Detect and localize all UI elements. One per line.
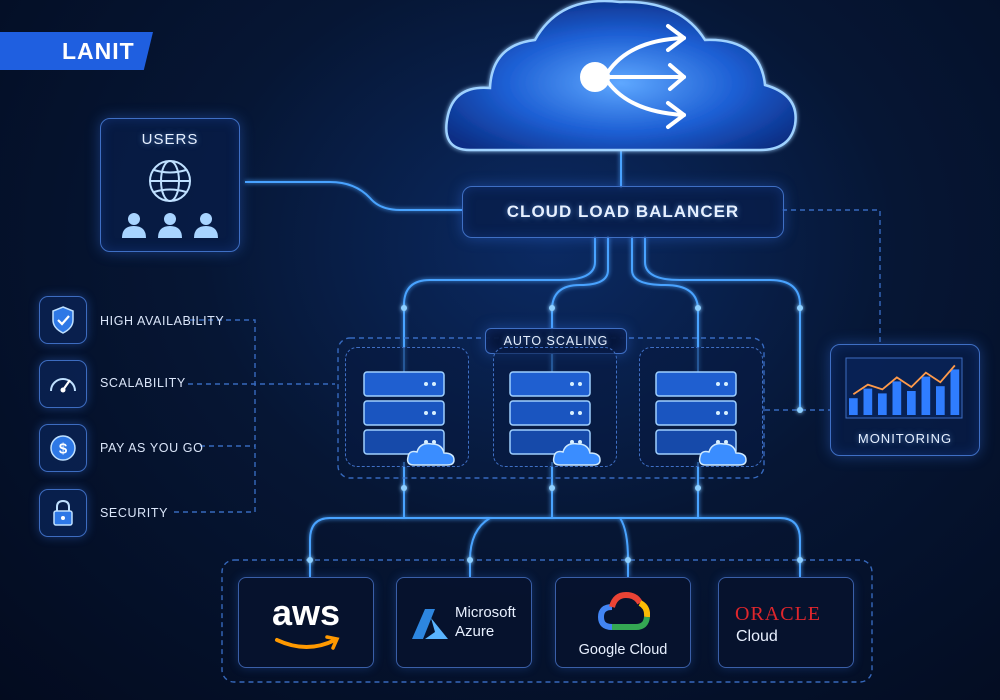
monitoring-bar — [849, 398, 858, 415]
users-icon — [122, 213, 218, 238]
feature-label-pay-as-you-go: PAY AS YOU GO — [100, 441, 204, 455]
server-icon — [655, 371, 747, 466]
lock-icon — [39, 489, 87, 537]
server-icon — [363, 371, 455, 466]
provider-aws: aws — [238, 577, 374, 668]
monitoring-panel: MONITORING — [830, 344, 980, 456]
dollar-icon: $ — [39, 424, 87, 472]
users-panel: USERS — [100, 118, 240, 252]
google-cloud-wordmark: Google Cloud — [578, 642, 668, 658]
feature-label-scalability: SCALABILITY — [100, 376, 186, 390]
azure-line2: Azure — [455, 623, 495, 640]
shield-check-icon — [39, 296, 87, 344]
aws-wordmark: aws — [271, 592, 341, 633]
monitoring-bar — [921, 376, 931, 415]
monitoring-bar — [936, 386, 945, 415]
auto-scaling-label: AUTO SCALING — [503, 334, 609, 348]
speedometer-icon — [39, 360, 87, 408]
provider-google-cloud: Google Cloud — [555, 577, 691, 668]
monitoring-chart-icon — [845, 357, 963, 419]
feature-label-availability: HIGH AVAILABILITY — [100, 314, 225, 328]
users-title: USERS — [141, 131, 199, 148]
google-cloud-logo-icon — [598, 591, 650, 630]
load-balancer-label: CLOUD LOAD BALANCER — [506, 202, 740, 221]
server-icon — [509, 371, 601, 466]
azure-logo-icon — [412, 609, 448, 639]
monitoring-bar — [907, 391, 916, 415]
monitoring-bar — [892, 381, 902, 415]
provider-oracle: ORACLE Cloud — [718, 577, 854, 668]
monitoring-bar — [950, 369, 960, 415]
monitoring-label: MONITORING — [857, 431, 953, 446]
brand-logo: LANIT — [0, 32, 153, 70]
monitoring-bar — [878, 393, 887, 415]
svg-text:$: $ — [59, 441, 68, 458]
aws-smile-icon — [275, 635, 340, 650]
oracle-wordmark: ORACLE — [735, 603, 821, 625]
share-arrows-icon — [580, 24, 686, 129]
azure-line1: Microsoft — [455, 604, 516, 621]
provider-azure: Microsoft Azure — [396, 577, 532, 668]
monitoring-bar — [863, 388, 873, 415]
load-balancer-box: CLOUD LOAD BALANCER — [462, 186, 784, 238]
globe-icon — [149, 160, 191, 202]
oracle-cloud-label: Cloud — [736, 628, 778, 645]
feature-label-security: SECURITY — [100, 506, 169, 520]
